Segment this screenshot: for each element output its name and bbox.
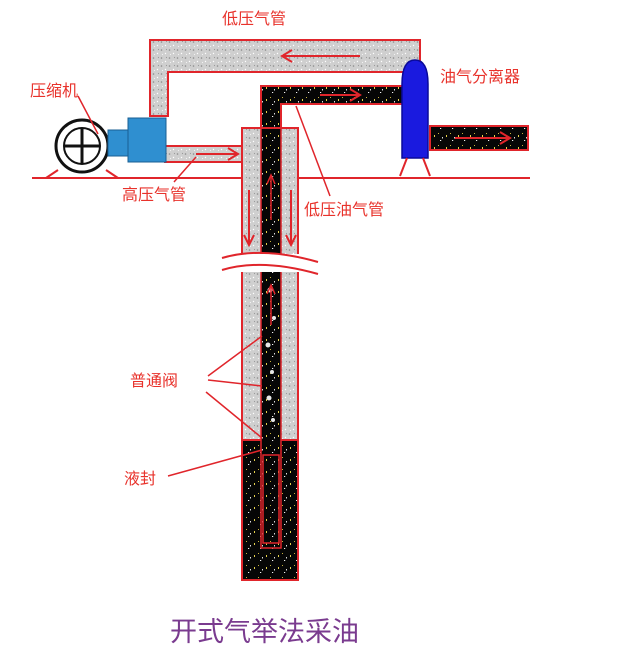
label-liquid-seal: 液封 [124, 469, 156, 488]
low-pressure-oil-gas-pipe [260, 85, 405, 129]
diagram-title: 开式气举法采油 [170, 617, 359, 648]
separator-icon [399, 59, 431, 177]
label-oil-gas-separator: 油气分离器 [440, 67, 520, 86]
label-low-pressure-gas-pipe: 低压气管 [222, 9, 286, 28]
label-compressor: 压缩机 [30, 81, 78, 100]
label-ordinary-valve: 普通阀 [130, 371, 178, 390]
low-pressure-gas-pipe [149, 39, 421, 117]
label-high-pressure-gas-pipe: 高压气管 [122, 185, 186, 204]
high-pressure-gas-pipe [164, 145, 246, 163]
annulus-gas-flow-arrows [243, 190, 297, 248]
tubing-flow-arrows [266, 173, 276, 325]
label-low-pressure-oil-gas-pipe: 低压油气管 [304, 200, 384, 219]
production-tubing [260, 127, 282, 549]
oil-outlet-pipe [429, 125, 529, 151]
compressor-icon [45, 117, 167, 179]
leader-lines [77, 95, 331, 477]
depth-break [221, 251, 319, 275]
